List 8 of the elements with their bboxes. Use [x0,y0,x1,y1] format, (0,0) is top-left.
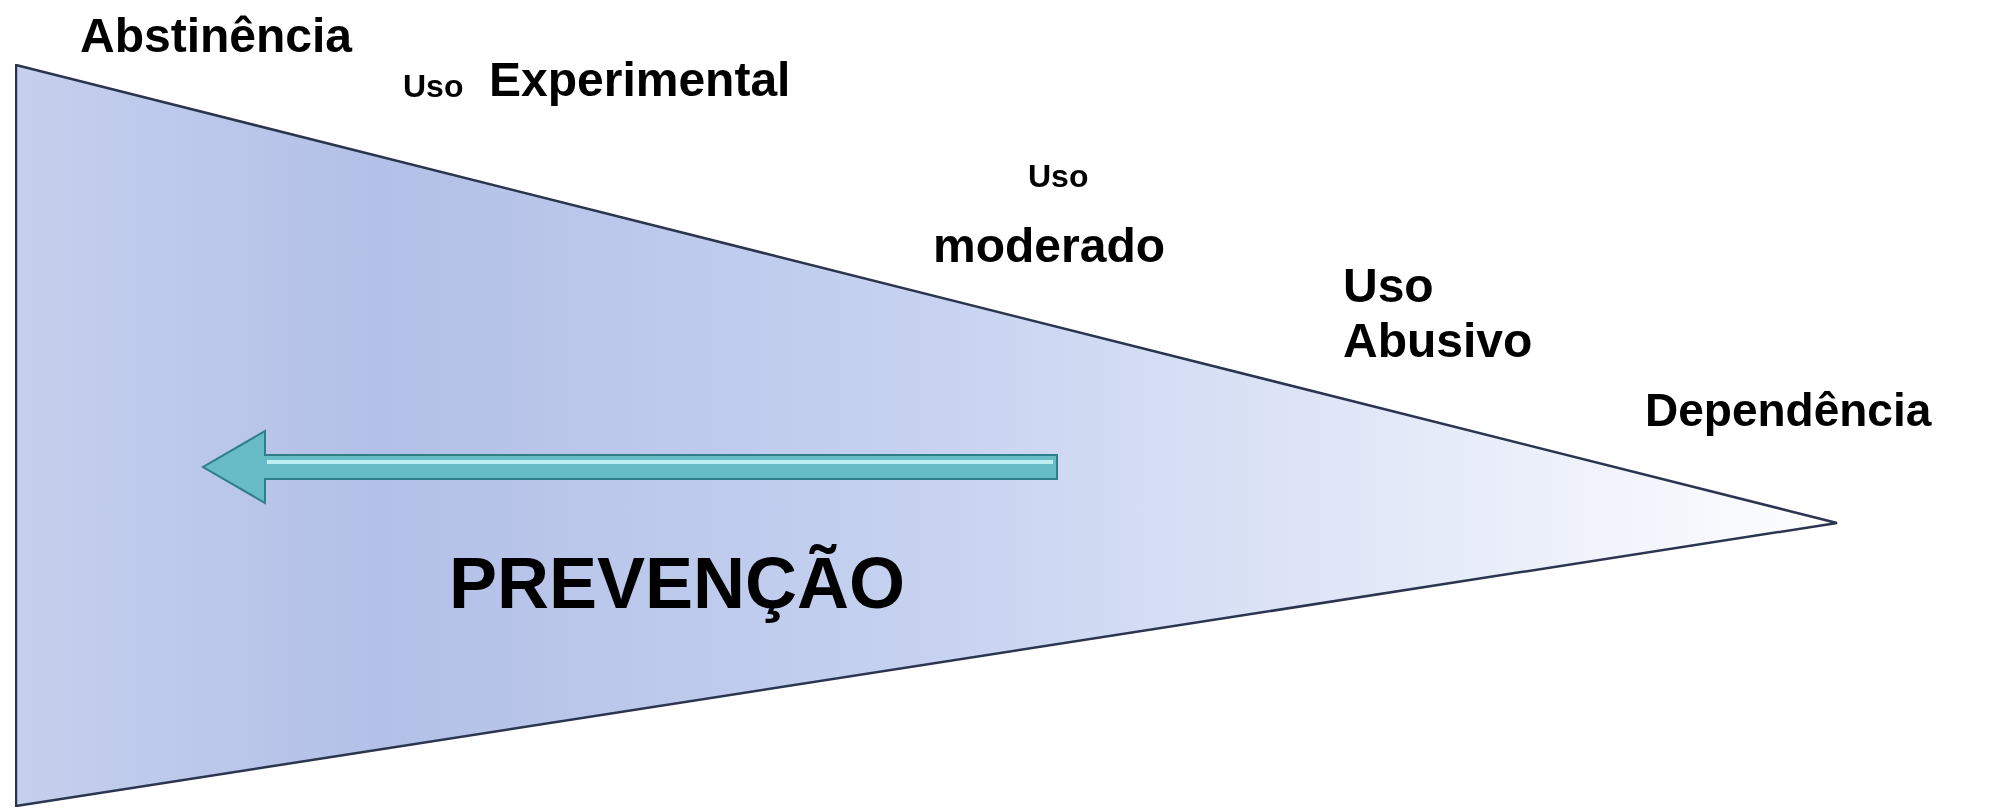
stage-label: moderado [933,218,1166,274]
stage-label: Experimental [489,52,791,108]
node-title: PREVENÇÃO [449,542,906,624]
stage-label: Uso [1028,158,1089,195]
stage-label: Uso Abusivo [1343,258,1534,369]
stage-label: Uso [403,68,464,105]
stage-label: Dependência [1645,384,1932,437]
stage-label: Abstinência [80,8,353,64]
